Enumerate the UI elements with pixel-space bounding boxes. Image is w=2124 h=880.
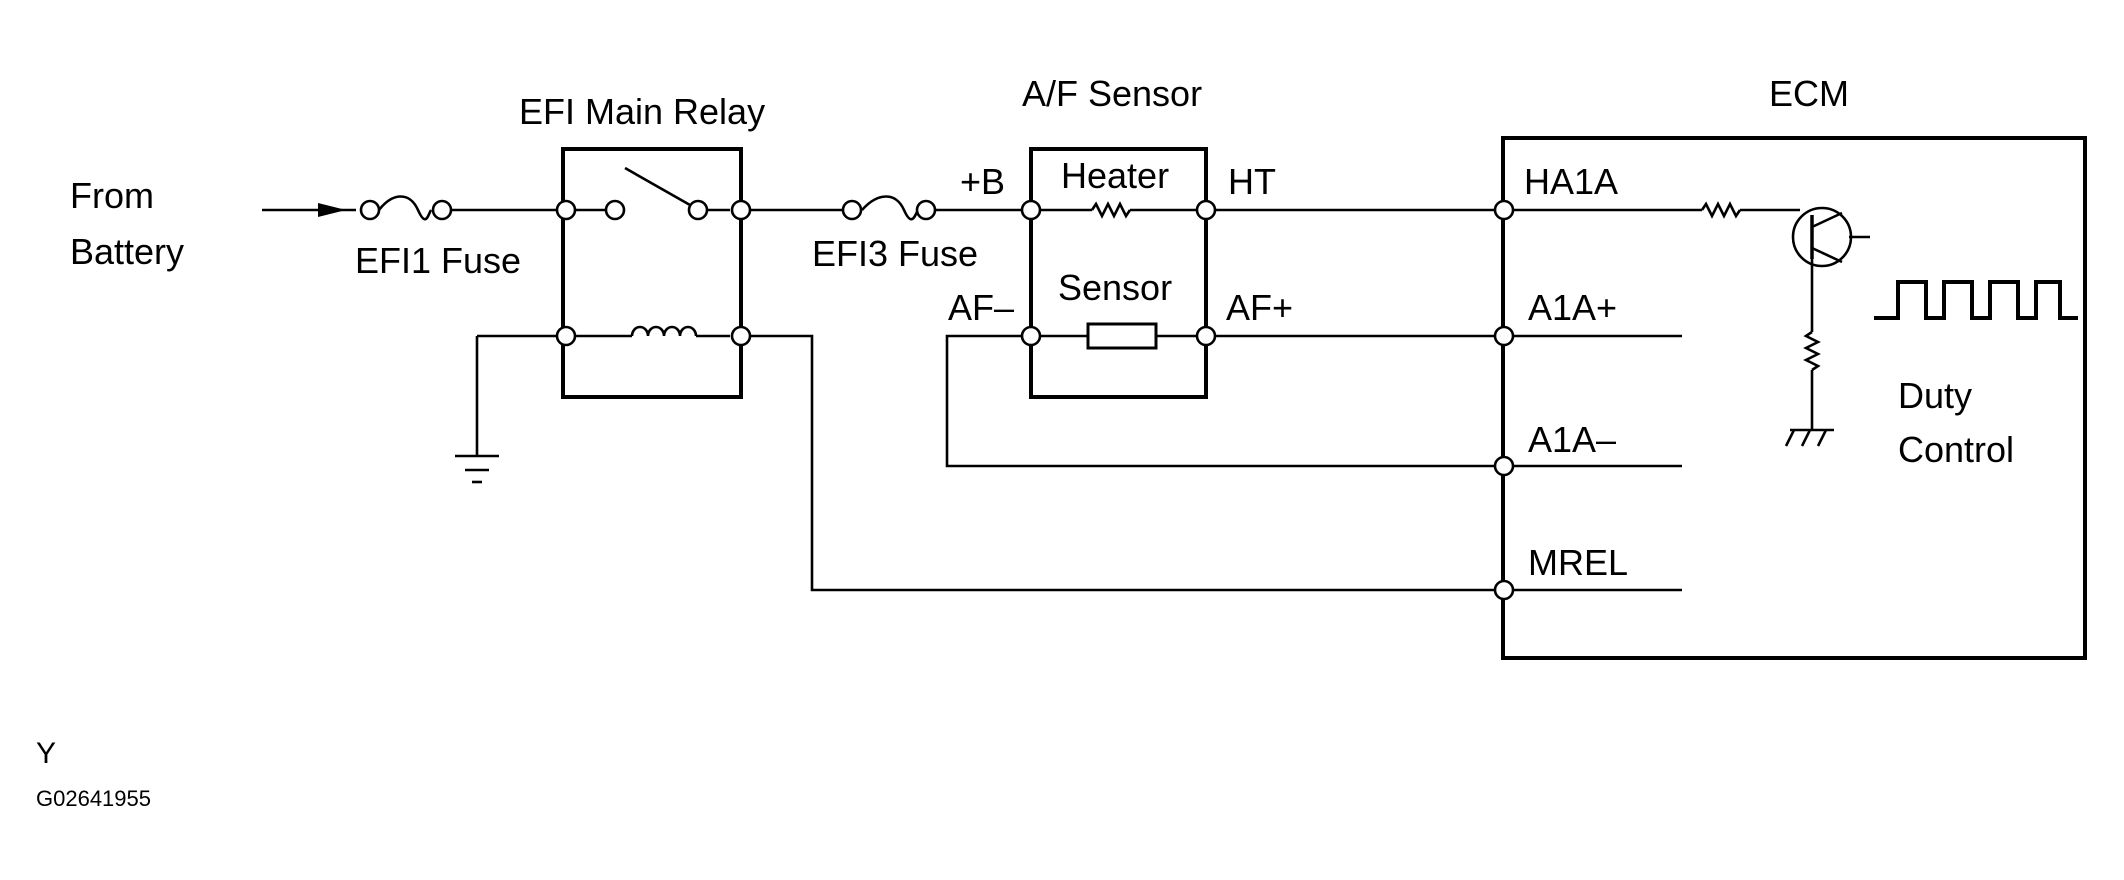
- af-sensor-box: [1029, 147, 1208, 399]
- transistor-emitter: [1811, 246, 1843, 264]
- efi1-fuse-node-right: [431, 199, 453, 221]
- af-minus-to-a1a-minus-wire: [945, 334, 1496, 468]
- heater-resistor-symbol: [1090, 201, 1132, 219]
- relay-coil-node-left: [555, 325, 577, 347]
- af-sensor-label: A/F Sensor: [1022, 73, 1202, 114]
- duty-waveform-icon: [1874, 280, 2078, 320]
- efi3-fuse-node-left: [841, 199, 863, 221]
- ecm-node-mrel: [1493, 579, 1515, 601]
- sensor-label: Sensor: [1058, 267, 1172, 308]
- chassis-ground-icon-tick3: [1816, 429, 1828, 447]
- from-battery-label-line2: Battery: [70, 231, 184, 272]
- ecm-box: [1501, 136, 2087, 660]
- relay-node-in: [555, 199, 577, 221]
- relay-coil-node-right: [730, 325, 752, 347]
- mrel-wire: [751, 334, 1496, 592]
- from-battery-label-line1: From: [70, 175, 154, 216]
- ha1a-label: HA1A: [1524, 161, 1618, 202]
- ecm-node-a1a-minus: [1493, 455, 1515, 477]
- af-plus-label: AF+: [1226, 287, 1293, 328]
- duty-control-label-line2: Control: [1898, 429, 2014, 470]
- efi3-fuse-symbol: [861, 195, 920, 221]
- emitter-resistor-symbol: [1803, 330, 1821, 372]
- efi-main-relay-box: [561, 147, 743, 399]
- transistor-icon: [1791, 206, 1853, 268]
- efi1-fuse-node-left: [359, 199, 381, 221]
- chassis-ground-icon-tick2: [1800, 429, 1812, 447]
- footer-figure-id: G02641955: [36, 786, 151, 811]
- sensor-node-af-minus: [1020, 325, 1042, 347]
- efi-main-relay-label: EFI Main Relay: [519, 91, 765, 132]
- relay-switch-blade: [624, 166, 691, 207]
- ecm-resistor-symbol: [1700, 201, 1742, 219]
- efi3-fuse-label: EFI3 Fuse: [812, 233, 978, 274]
- ht-label: HT: [1228, 161, 1276, 202]
- sensor-node-af-plus: [1195, 325, 1217, 347]
- af-minus-label: AF–: [948, 287, 1014, 328]
- plus-b-label: +B: [960, 161, 1005, 202]
- battery-arrow-icon: [318, 203, 346, 217]
- relay-coil-symbol: [630, 325, 698, 337]
- ecm-label: ECM: [1769, 73, 1849, 114]
- efi3-fuse-node-right: [915, 199, 937, 221]
- mrel-label: MREL: [1528, 542, 1628, 583]
- chassis-ground-icon-tick1: [1784, 429, 1796, 447]
- sensor-element-symbol: [1086, 322, 1158, 350]
- sensor-node-ht: [1195, 199, 1217, 221]
- relay-switch-node-right: [687, 199, 709, 221]
- ecm-node-a1a-plus: [1493, 325, 1515, 347]
- transistor-collector: [1811, 211, 1843, 229]
- heater-label: Heater: [1061, 155, 1169, 196]
- a1a-plus-label: A1A+: [1528, 287, 1617, 328]
- efi1-fuse-symbol: [377, 195, 433, 221]
- duty-control-label-line1: Duty: [1898, 375, 1972, 416]
- ecm-node-ha1a: [1493, 199, 1515, 221]
- efi1-fuse-label: EFI1 Fuse: [355, 240, 521, 281]
- relay-switch-node-left: [604, 199, 626, 221]
- footer-code-letter: Y: [36, 737, 56, 770]
- relay-node-out: [730, 199, 752, 221]
- a1a-minus-label: A1A–: [1528, 419, 1616, 460]
- sensor-node-plus-b: [1020, 199, 1042, 221]
